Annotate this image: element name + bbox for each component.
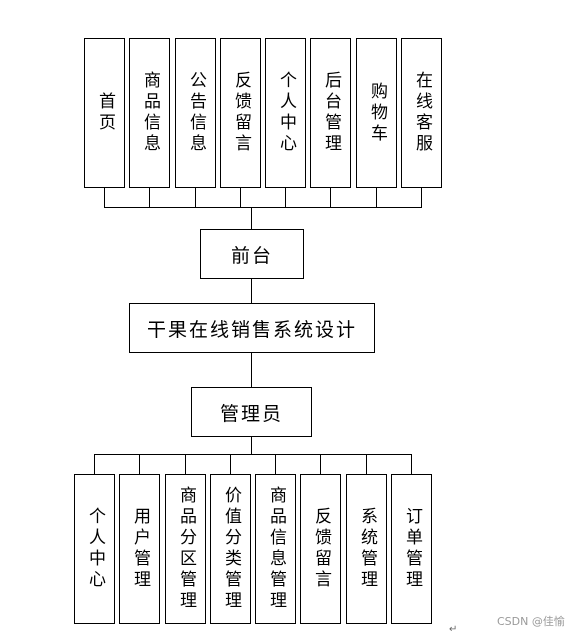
admin-module-2: 用户管理 — [119, 474, 160, 624]
system-to-admin-line — [251, 353, 252, 387]
bottom-drop-8 — [411, 454, 412, 474]
top-drop-7 — [376, 188, 377, 208]
admin-module-1: 个人中心 — [74, 474, 115, 624]
top-module-8: 在线客服 — [401, 38, 442, 188]
admin-module-8: 订单管理 — [391, 474, 432, 624]
top-module-1: 首页 — [84, 38, 125, 188]
admin-module-7: 系统管理 — [346, 474, 387, 624]
bus-to-front-line — [251, 207, 252, 229]
bottom-drop-1 — [94, 454, 95, 474]
admin-node: 管理员 — [191, 387, 312, 437]
bottom-drop-2 — [139, 454, 140, 474]
bottom-drop-7 — [366, 454, 367, 474]
top-module-3: 公告信息 — [175, 38, 216, 188]
bottom-drop-3 — [185, 454, 186, 474]
system-title-node: 干果在线销售系统设计 — [129, 303, 375, 353]
admin-module-5: 商品信息管理 — [255, 474, 296, 624]
top-module-5: 个人中心 — [265, 38, 306, 188]
front-to-system-line — [251, 279, 252, 303]
admin-module-6: 反馈留言 — [300, 474, 341, 624]
top-drop-3 — [195, 188, 196, 208]
top-module-2: 商品信息 — [129, 38, 170, 188]
top-module-4: 反馈留言 — [220, 38, 261, 188]
top-drop-2 — [149, 188, 150, 208]
front-node: 前台 — [200, 229, 304, 279]
bottom-drop-5 — [275, 454, 276, 474]
top-drop-5 — [285, 188, 286, 208]
admin-module-4: 价值分类管理 — [210, 474, 251, 624]
top-drop-1 — [104, 188, 105, 208]
admin-module-3: 商品分区管理 — [165, 474, 206, 624]
top-module-7: 购物车 — [356, 38, 397, 188]
top-drop-8 — [421, 188, 422, 208]
top-drop-6 — [330, 188, 331, 208]
top-module-6: 后台管理 — [310, 38, 351, 188]
bottom-bus-line — [94, 454, 412, 455]
bottom-drop-6 — [320, 454, 321, 474]
top-drop-4 — [240, 188, 241, 208]
csdn-watermark: CSDN @佳愉 — [497, 615, 565, 628]
top-bus-line — [104, 207, 422, 208]
bottom-drop-4 — [230, 454, 231, 474]
admin-to-bus-line — [251, 437, 252, 455]
paragraph-return-icon: ↵ — [449, 624, 458, 635]
